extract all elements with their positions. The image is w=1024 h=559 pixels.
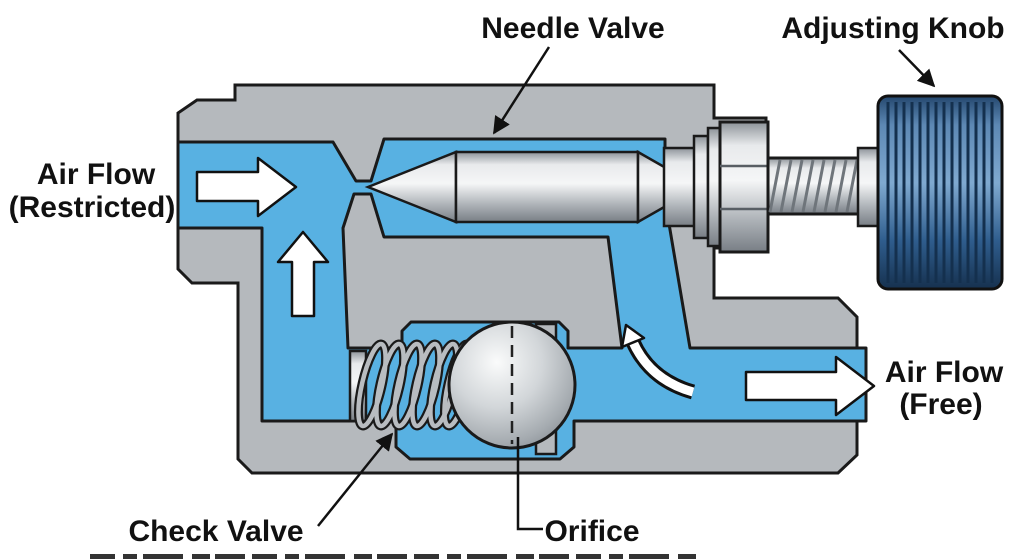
air-flow-restricted-label-line2: (Restricted) bbox=[9, 191, 176, 224]
inlet-flow-arrow bbox=[195, 156, 298, 218]
needle-valve-label: Needle Valve bbox=[481, 12, 664, 45]
needle-valve-leader bbox=[492, 46, 551, 135]
adjusting-knob bbox=[876, 94, 1004, 291]
curved-flow-arrow bbox=[620, 323, 696, 400]
stem-gland bbox=[662, 146, 700, 228]
hex-nut-flats bbox=[720, 164, 768, 211]
orifice-leader bbox=[516, 437, 543, 531]
outlet-flow-arrow bbox=[744, 355, 876, 417]
air-flow-free-label-line1: Air Flow bbox=[885, 356, 1004, 389]
air-flow-free-label-line2: (Free) bbox=[899, 388, 982, 421]
adjusting-knob-leader bbox=[898, 49, 936, 88]
threaded-stem bbox=[766, 146, 882, 228]
adjusting-knob-label: Adjusting Knob bbox=[781, 12, 1004, 45]
hex-nut bbox=[718, 120, 770, 254]
stem-washer-2 bbox=[706, 126, 722, 248]
flow-arrows bbox=[195, 156, 876, 417]
air-flow-restricted-label-line1: Air Flow bbox=[37, 158, 156, 191]
knurl-lines bbox=[886, 102, 994, 283]
stem-washer-1 bbox=[692, 134, 710, 240]
check-valve-label: Check Valve bbox=[128, 515, 303, 548]
check-valve bbox=[348, 320, 577, 456]
orifice-label: Orifice bbox=[544, 515, 639, 548]
upward-flow-arrow bbox=[276, 230, 330, 318]
leader-lines bbox=[317, 46, 936, 531]
needle-cylinder bbox=[454, 150, 640, 224]
check-valve-leader bbox=[317, 432, 394, 527]
needle-valve bbox=[364, 126, 722, 248]
